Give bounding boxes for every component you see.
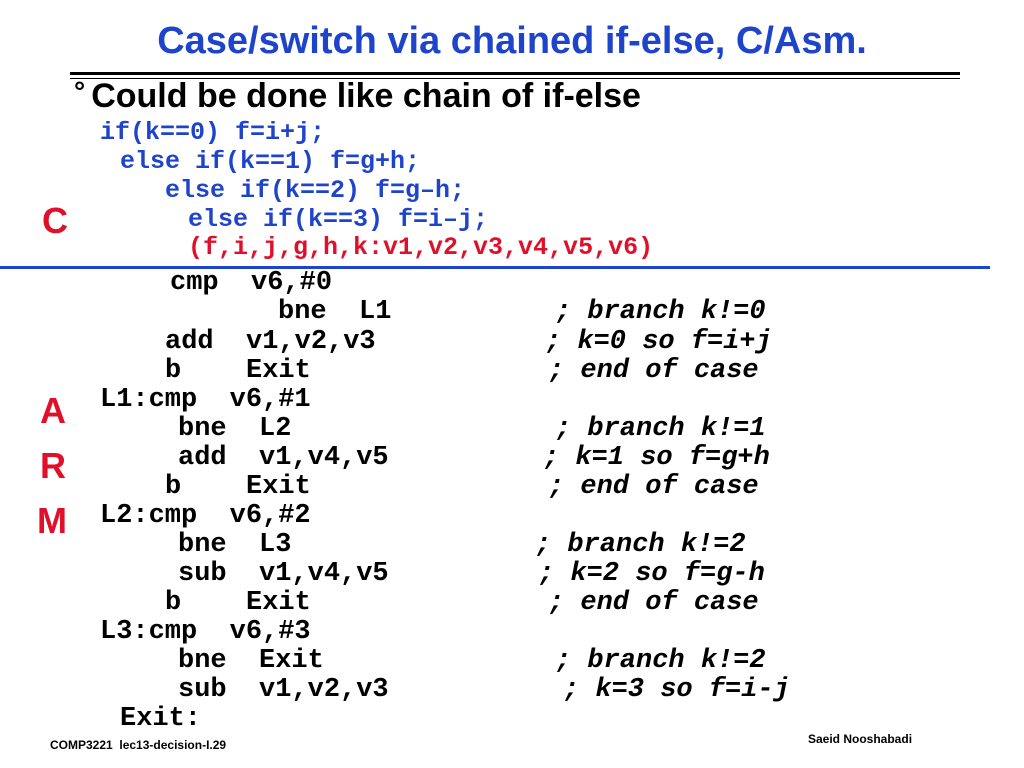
asm-comment: ; k=1 so f=g+h xyxy=(543,443,770,473)
asm-line: cmp v6,#0 xyxy=(170,268,333,298)
footer-course: COMP3221 lec13-decision-I.29 xyxy=(50,738,227,752)
asm-comment: ; branch k!=0 xyxy=(555,297,766,327)
footer-author: Saeid Nooshabadi xyxy=(808,732,913,746)
asm-line: b Exit xyxy=(165,472,311,502)
asm-comment: ; k=2 so f=g-h xyxy=(538,559,765,589)
asm-comment: ; branch k!=2 xyxy=(535,530,746,560)
asm-comment: ; branch k!=2 xyxy=(555,646,766,676)
asm-line: b Exit xyxy=(165,588,311,618)
asm-line: L2:cmp v6,#2 xyxy=(100,501,311,531)
title-rule-thick xyxy=(70,72,960,75)
bullet-marker: ° xyxy=(74,76,86,107)
asm-line: sub v1,v2,v3 xyxy=(178,675,389,705)
bullet-line: °Could be done like chain of if-else xyxy=(74,76,641,116)
register-mapping: (f,i,j,g,h,k:v1,v2,v3,v4,v5,v6) xyxy=(188,233,654,262)
asm-comment: ; end of case xyxy=(548,356,759,386)
asm-line: add v1,v2,v3 xyxy=(165,327,376,357)
side-label-arm-r: R xyxy=(40,445,66,486)
asm-line: bne L3 xyxy=(178,530,292,560)
c-code-line: if(k==0) f=i+j; xyxy=(100,118,326,147)
title-rule-thin xyxy=(70,78,960,79)
c-asm-divider xyxy=(0,266,990,269)
c-code-line: else if(k==2) f=g–h; xyxy=(165,176,466,205)
asm-comment: ; k=3 so f=i-j xyxy=(563,675,790,705)
asm-line: add v1,v4,v5 xyxy=(178,443,389,473)
asm-comment: ; k=0 so f=i+j xyxy=(545,327,772,357)
asm-comment: ; branch k!=1 xyxy=(555,414,766,444)
slide-title: Case/switch via chained if-else, C/Asm. xyxy=(157,20,867,62)
bullet-text: Could be done like chain of if-else xyxy=(91,77,641,115)
side-label-arm-a: A xyxy=(40,390,66,431)
asm-comment: ; end of case xyxy=(548,588,759,618)
asm-line: bne L1 xyxy=(278,297,392,327)
asm-line: L1:cmp v6,#1 xyxy=(100,385,311,415)
asm-line: bne L2 xyxy=(178,414,292,444)
asm-line: Exit: xyxy=(120,704,202,734)
asm-line: b Exit xyxy=(165,356,311,386)
side-label-c: C xyxy=(42,200,68,241)
c-code-line: else if(k==1) f=g+h; xyxy=(120,147,421,176)
c-code-line: else if(k==3) f=i–j; xyxy=(188,205,489,234)
asm-comment: ; end of case xyxy=(548,472,759,502)
asm-line: bne Exit xyxy=(178,646,324,676)
asm-line: L3:cmp v6,#3 xyxy=(100,617,311,647)
side-label-arm-m: M xyxy=(37,500,67,541)
asm-line: sub v1,v4,v5 xyxy=(178,559,389,589)
